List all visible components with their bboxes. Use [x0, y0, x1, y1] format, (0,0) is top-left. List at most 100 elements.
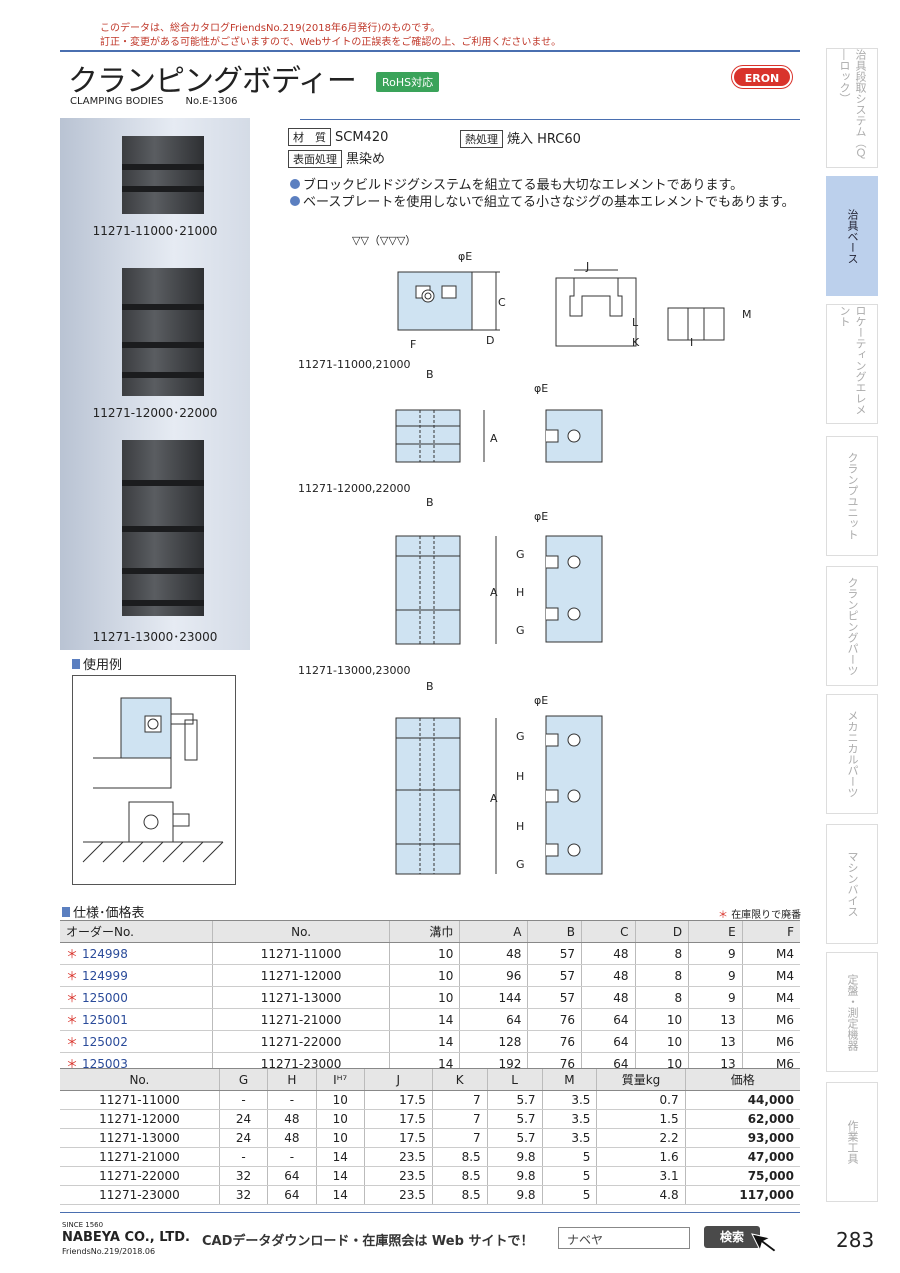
- col-no: No.: [211, 920, 390, 943]
- front-view-11000: [395, 409, 485, 463]
- discontinued-mark: ＊: [66, 969, 79, 983]
- side-tab-6[interactable]: マシンバイス: [826, 824, 878, 944]
- order-no: 125001: [82, 1013, 128, 1027]
- side-tab-0[interactable]: 治具段取システム（Ｑ―ロック）: [826, 48, 878, 168]
- table-cell: 14: [315, 1166, 365, 1186]
- price-table-heading: 仕様･価格表: [62, 902, 145, 921]
- title-rule: [60, 50, 800, 52]
- dim-K: K: [632, 336, 640, 349]
- side-tab-8[interactable]: 作業工具: [826, 1082, 878, 1202]
- table-cell: 14: [389, 1030, 460, 1053]
- side-tab-4[interactable]: クランピングパーツ: [826, 566, 878, 686]
- table-cell: 11271-22000: [211, 1030, 390, 1053]
- product-photo-small: [122, 136, 204, 214]
- table-cell: 48: [580, 942, 636, 965]
- photo-label-1: 11271-11000･21000: [92, 224, 218, 238]
- price-cell: 93,000: [684, 1128, 800, 1148]
- footer-brand: NABEYA CO., LTD.: [62, 1230, 190, 1245]
- stock-note-mark: ＊: [718, 910, 728, 921]
- dim-J: J: [586, 260, 590, 273]
- table-cell: -: [267, 1090, 317, 1110]
- photo-label-3: 11271-13000･23000: [92, 630, 218, 644]
- table-cell: M6: [741, 1030, 800, 1053]
- table-cell: 5.7: [486, 1109, 543, 1129]
- dim-phiE-4: φE: [534, 694, 549, 707]
- usage-heading: 使用例: [72, 654, 122, 673]
- table-cell: 3.1: [596, 1166, 686, 1186]
- table-cell: 5.7: [486, 1128, 543, 1148]
- col-groove: 溝巾: [389, 920, 460, 943]
- dim-M: M: [742, 308, 752, 321]
- search-button[interactable]: 検索: [704, 1226, 760, 1248]
- dim-phiE-3: φE: [534, 510, 549, 523]
- eron-logo: ERON: [732, 66, 792, 88]
- page-title: クランピングボディー: [68, 64, 357, 99]
- price-cell: 75,000: [684, 1166, 800, 1186]
- col-order-no: オーダーNo.: [60, 920, 213, 943]
- drawing-label-2: 11271-12000,22000: [298, 482, 411, 495]
- side-tab-3[interactable]: クランプユニット: [826, 436, 878, 556]
- dim-phiE-1: φE: [458, 250, 473, 263]
- side-tab-7[interactable]: 定盤・測定機器: [826, 952, 878, 1072]
- table-cell: 8.5: [431, 1185, 488, 1205]
- table-cell: 14: [389, 1008, 460, 1031]
- side-tab-5[interactable]: メカニカルパーツ: [826, 694, 878, 814]
- table-cell: 11271-13000: [60, 1128, 220, 1148]
- side-tab-1[interactable]: 治具ベース: [826, 176, 878, 296]
- order-no: 124998: [82, 947, 128, 961]
- notice-line-1: このデータは、総合カタログFriendsNo.219(2018年6月発行)のもの…: [100, 23, 441, 34]
- table-cell: 5: [541, 1185, 597, 1205]
- side-tab-2[interactable]: ロケーティングエレメント: [826, 304, 878, 424]
- table-cell: 64: [580, 1008, 636, 1031]
- feature-text-1: ブロックビルドジグシステムを組立てる最も大切なエレメントであります。: [303, 178, 744, 193]
- feature-bullet-1: ブロックビルドジグシステムを組立てる最も大切なエレメントであります。: [290, 174, 743, 193]
- front-view-13000: [395, 717, 497, 875]
- search-input[interactable]: ナベヤ: [558, 1227, 690, 1249]
- order-no: 125002: [82, 1035, 128, 1049]
- price-cell: 44,000: [684, 1090, 800, 1110]
- col-H: H: [267, 1068, 317, 1091]
- stock-note-text: 在庫限りで廃番: [731, 910, 802, 921]
- dim-B-2: B: [426, 496, 434, 509]
- order-no: 125000: [82, 991, 128, 1005]
- col-C: C: [580, 920, 636, 943]
- table-cell: 57: [527, 942, 582, 965]
- table-cell: 13: [688, 1030, 743, 1053]
- price-cell: 62,000: [684, 1109, 800, 1129]
- dim-A-1: A: [490, 432, 498, 445]
- price-cell: 117,000: [684, 1185, 800, 1205]
- front-view-12000: [395, 535, 497, 645]
- table-cell: 8: [634, 964, 689, 987]
- table-cell: 11271-21000: [211, 1008, 390, 1031]
- cursor-arrow-icon: [751, 1233, 777, 1253]
- page-number: 283: [836, 1228, 875, 1252]
- footer-catalog-no: FriendsNo.219/2018.06: [62, 1247, 156, 1256]
- dim-F: F: [410, 338, 417, 351]
- table-cell: 10: [315, 1109, 365, 1129]
- table-cell: M4: [741, 942, 800, 965]
- col-K: K: [431, 1068, 488, 1091]
- table-cell: 48: [580, 964, 636, 987]
- dim-A-3: A: [490, 792, 498, 805]
- slot-detail-drawing: [555, 269, 637, 347]
- table-cell: 24: [218, 1128, 268, 1148]
- dim-B-3: B: [426, 680, 434, 693]
- dim-G-3: G: [516, 730, 525, 743]
- bullet-icon: [290, 196, 300, 206]
- table-cell: 11271-12000: [211, 964, 390, 987]
- bullet-icon: [290, 179, 300, 189]
- heat-value: 焼入 HRC60: [507, 132, 581, 147]
- table-cell: 5: [541, 1147, 597, 1167]
- table-cell: 7: [431, 1090, 488, 1110]
- discontinued-mark: ＊: [66, 1057, 79, 1071]
- rohs-badge: RoHS対応: [376, 72, 440, 92]
- col-I: Iᴴ⁷: [315, 1068, 365, 1091]
- col-J: J: [363, 1068, 433, 1091]
